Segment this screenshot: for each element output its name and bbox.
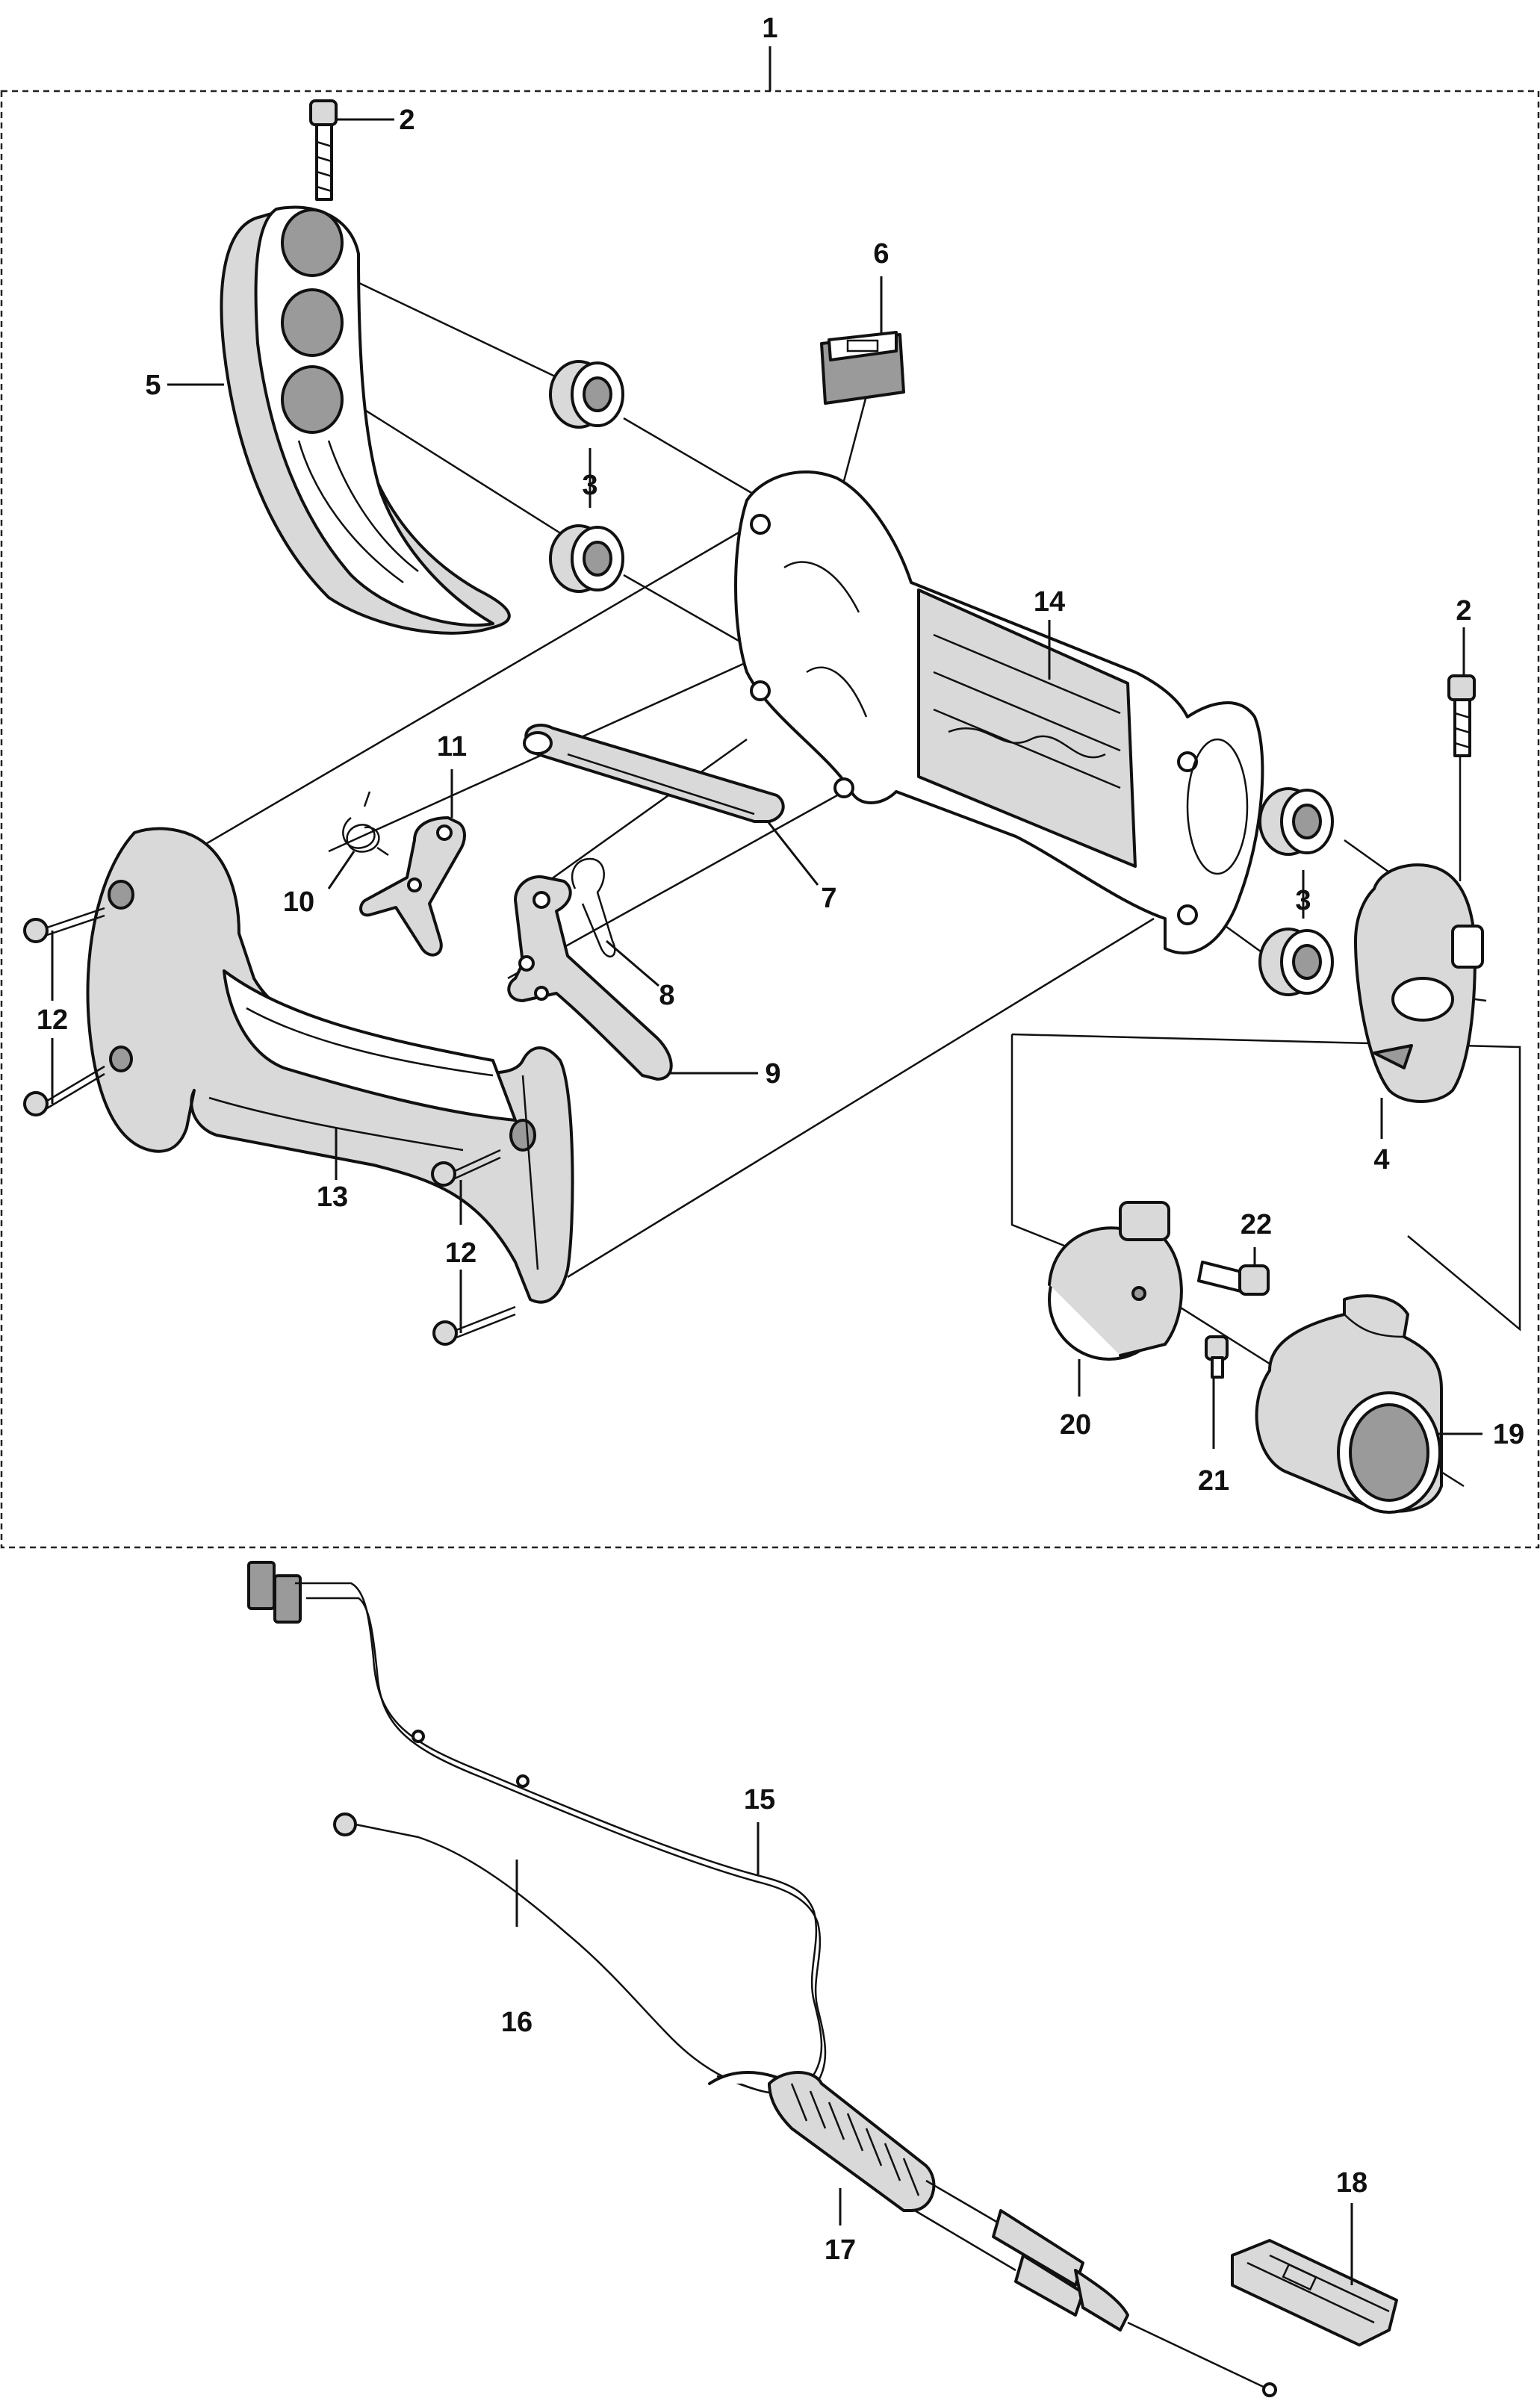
cable-17 [708, 2071, 1277, 2397]
handle-frame-14 [734, 470, 1264, 955]
callout-3-right: 3 [1295, 885, 1311, 916]
callout-22: 22 [1241, 1209, 1272, 1240]
callout-20: 20 [1060, 1409, 1091, 1441]
explode-lines [186, 251, 1487, 1488]
end-cap-4 [1354, 863, 1484, 1103]
callouts: 1 2 2 3 3 4 5 6 7 8 9 10 11 12 12 13 14 … [37, 13, 1524, 2266]
callout-11: 11 [437, 731, 467, 762]
screw-2-right [1447, 674, 1476, 757]
screw-12-b [23, 1065, 105, 1116]
screw-22 [1197, 1261, 1270, 1296]
callout-19: 19 [1493, 1419, 1524, 1450]
leader-lines [51, 118, 1482, 2285]
callout-17: 17 [825, 2234, 856, 2266]
callout-9: 9 [765, 1058, 780, 1090]
callout-12-right: 12 [445, 1237, 476, 1269]
callout-7: 7 [821, 883, 836, 914]
callout-5: 5 [145, 370, 161, 401]
sleeve-19 [1255, 1294, 1443, 1514]
callout-2-right: 2 [1456, 595, 1471, 627]
callout-21: 21 [1198, 1465, 1229, 1497]
callout-15: 15 [744, 1784, 775, 1815]
spring-10 [342, 791, 389, 857]
damper-3-lower-left [549, 524, 624, 593]
damper-3-lower-right [1258, 928, 1334, 996]
callout-4: 4 [1373, 1144, 1389, 1175]
callout-16: 16 [501, 2007, 533, 2038]
callout-6: 6 [873, 238, 889, 270]
screw-21 [1205, 1335, 1229, 1379]
spring-coil-17 [768, 2071, 936, 2212]
switch-6 [820, 331, 905, 405]
damper-3-upper-right [1258, 787, 1334, 856]
connector-18 [1231, 2239, 1398, 2346]
callout-10: 10 [283, 886, 314, 918]
trigger-9 [507, 875, 673, 1081]
screw-12-c [431, 1149, 501, 1187]
callout-18: 18 [1336, 2167, 1367, 2199]
handle-cover-5 [220, 205, 511, 635]
screw-12-d [432, 1305, 516, 1346]
wire-15 [247, 1561, 827, 2095]
callout-3-left: 3 [582, 470, 597, 501]
screw-12-a [23, 907, 105, 943]
callout-8: 8 [659, 980, 674, 1011]
callout-2-left: 2 [399, 105, 415, 136]
spring-8 [571, 857, 616, 958]
screw-2-left [309, 99, 338, 201]
grip-13 [86, 827, 574, 1304]
clamp-20 [1048, 1201, 1183, 1361]
damper-3-upper-left [549, 360, 624, 429]
callout-13: 13 [317, 1181, 348, 1213]
callout-1: 1 [762, 13, 777, 44]
cable-16 [333, 1813, 763, 2093]
callout-12-left: 12 [37, 1004, 68, 1036]
callout-14: 14 [1034, 586, 1065, 618]
rod-7 [523, 724, 785, 823]
lever-11 [359, 816, 466, 957]
